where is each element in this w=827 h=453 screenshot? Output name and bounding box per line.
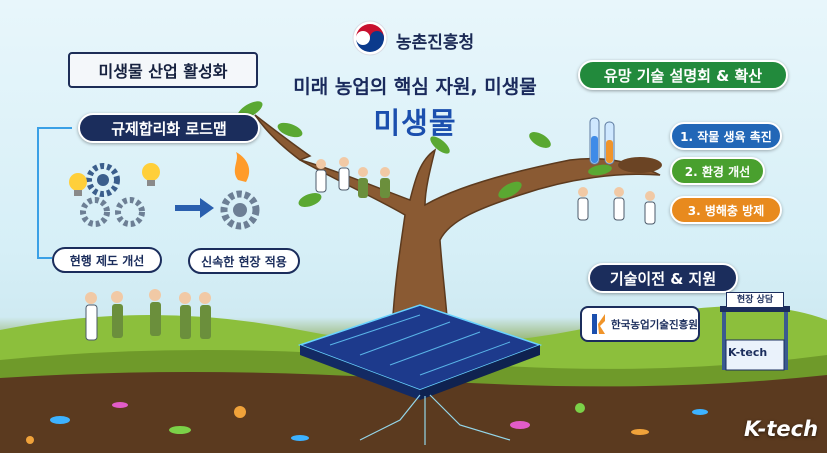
kiosk-brand: K-tech xyxy=(728,346,768,359)
lightbulb-icons xyxy=(69,163,160,196)
microbes xyxy=(26,402,708,444)
field-consult-kiosk: 현장 상담 K-tech xyxy=(718,292,790,374)
field-apply-label: 신속한 현장 적용 xyxy=(188,248,300,274)
roadmap-label: 규제합리화 로드맵 xyxy=(78,113,260,143)
reform-label: 현행 제도 개선 xyxy=(52,247,162,273)
ktech-brand: K-tech xyxy=(744,417,819,441)
arrow-right-icon xyxy=(175,198,214,218)
main-title: 미래 농업의 핵심 자원, 미생물 xyxy=(293,76,537,98)
tech-transfer-label: 기술이전 & 지원 xyxy=(588,263,738,293)
kiosk-sign: 현장 상담 xyxy=(726,292,784,308)
krda-logo-box: 한국농업기술진흥원 xyxy=(580,306,700,342)
benefit-pest-control: 3. 병해충 방제 xyxy=(670,196,782,224)
test-tube-icons xyxy=(589,117,662,173)
krda-name: 한국농업기술진흥원 xyxy=(611,318,698,331)
gear-icons xyxy=(80,163,260,230)
tech-briefing-label: 유망 기술 설명회 & 확산 xyxy=(578,60,788,90)
leaves xyxy=(237,101,612,207)
kiosk-booth xyxy=(720,306,790,371)
flame-icon xyxy=(234,152,250,182)
soil xyxy=(0,371,827,453)
benefit-environment: 2. 환경 개선 xyxy=(670,157,765,185)
benefit-growth: 1. 작물 생육 촉진 xyxy=(670,122,782,150)
circuit-chip xyxy=(297,304,543,445)
industry-banner-label: 미생물 산업 활성화 xyxy=(68,52,258,88)
connector-line xyxy=(37,127,72,259)
krda-k-icon xyxy=(592,314,605,334)
government-emblem-logo xyxy=(352,20,388,56)
sub-title: 미생물 xyxy=(373,106,457,140)
org-name: 농촌진흥청 xyxy=(396,33,475,53)
industry-banner: 미생물 산업 활성화 xyxy=(68,52,258,88)
people-figures xyxy=(85,157,656,341)
